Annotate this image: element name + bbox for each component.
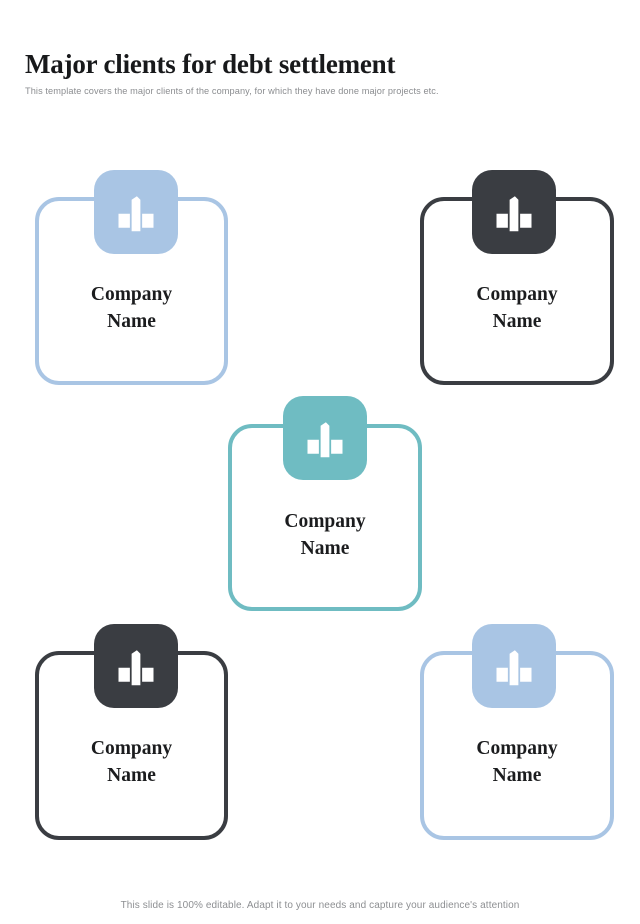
slide-header: Major clients for debt settlement This t… bbox=[25, 48, 605, 98]
building-icon-badge-top-right[interactable] bbox=[472, 170, 556, 254]
client-card-label: Company Name bbox=[90, 284, 173, 332]
building-icon bbox=[115, 645, 157, 687]
building-icon-badge-center[interactable] bbox=[283, 396, 367, 480]
building-icon-badge-bottom-left[interactable] bbox=[94, 624, 178, 708]
client-card-label: Company Name bbox=[476, 738, 558, 786]
building-icon bbox=[493, 645, 535, 687]
client-card-label: Company Name bbox=[476, 284, 558, 332]
building-icon bbox=[304, 417, 346, 459]
building-icon bbox=[115, 191, 157, 233]
client-card-label: Company Name bbox=[90, 738, 173, 786]
building-icon-badge-top-left[interactable] bbox=[94, 170, 178, 254]
page-subtitle: This template covers the major clients o… bbox=[25, 86, 439, 96]
building-icon-badge-bottom-right[interactable] bbox=[472, 624, 556, 708]
client-card-label: Company Name bbox=[284, 511, 366, 559]
client-card-bottom-right[interactable]: Company Name bbox=[420, 651, 614, 840]
footer-note: This slide is 100% editable. Adapt it to… bbox=[120, 900, 520, 911]
building-icon bbox=[493, 191, 535, 233]
page-title: Major clients for debt settlement bbox=[25, 49, 396, 79]
